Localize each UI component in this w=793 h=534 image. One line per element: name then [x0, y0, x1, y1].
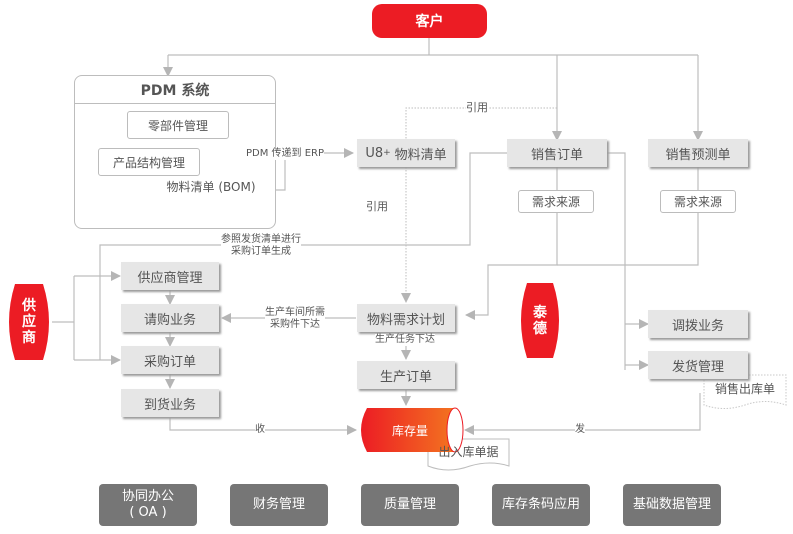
shipping-node: 发货管理 [648, 351, 748, 379]
purchase-order-label: 采购订单 [143, 354, 196, 370]
sales-outbound-label: 销售出库单 [714, 382, 775, 396]
pdm-system-group: PDM 系统 [74, 75, 276, 229]
module-oa-line1: 协同办公 [121, 489, 174, 504]
supplier-shape [9, 284, 49, 360]
supplier-label: 供 应 商 [19, 298, 39, 346]
supplier-char-3: 商 [22, 330, 36, 346]
demand-source-node-2: 需求来源 [660, 190, 736, 213]
outbound-doc-shape [703, 374, 787, 409]
purchase-order-node: 采购订单 [121, 346, 219, 374]
company-shape [521, 283, 559, 358]
company-label: 泰 德 [530, 305, 550, 337]
arrival-label: 到货业务 [143, 397, 196, 413]
supplier-char-2: 应 [22, 314, 36, 330]
company-char-2: 德 [533, 321, 547, 337]
module-oa-line2: ( OA ) [129, 505, 167, 520]
receive-label: 收 [255, 424, 265, 436]
demand-source-node-1: 需求来源 [518, 190, 594, 213]
sales-order-node: 销售订单 [507, 139, 607, 167]
bom-document: 物料清单 (BOM) [166, 179, 256, 194]
workshop-label-1: 生产车间所需 [265, 307, 325, 319]
sales-forecast-node: 销售预测单 [648, 139, 748, 167]
u8-bom-node: U8+物料清单 [357, 139, 455, 167]
module-finance-label: 财务管理 [252, 497, 305, 512]
customer-label: 客户 [415, 14, 444, 30]
u8-superscript: + [383, 148, 391, 158]
u8-suffix: 物料清单 [394, 147, 447, 163]
requisition-node: 请购业务 [121, 304, 219, 332]
ship-label: 发 [575, 424, 585, 436]
inventory-label: 库存量 [391, 424, 428, 438]
supplier-management-node: 供应商管理 [121, 262, 219, 290]
customer-node: 客户 [372, 4, 487, 38]
reference-label-top: 引用 [466, 101, 488, 114]
sales-forecast-label: 销售预测单 [665, 147, 731, 163]
module-oa: 协同办公 ( OA ) [99, 484, 197, 526]
u8-prefix: U8 [365, 145, 384, 161]
arrival-node: 到货业务 [121, 389, 219, 417]
module-quality: 质量管理 [361, 484, 459, 526]
parts-label: 零部件管理 [147, 118, 208, 133]
mrp-label: 物料需求计划 [366, 312, 445, 328]
module-barcode-label: 库存条码应用 [501, 497, 580, 512]
mrp-node: 物料需求计划 [357, 304, 455, 332]
task-label: 生产任务下达 [375, 334, 435, 346]
structure-label: 产品结构管理 [112, 155, 185, 170]
module-finance: 财务管理 [230, 484, 328, 526]
ref-shipping-label-1: 参照发货清单进行 [221, 234, 301, 246]
shipping-label: 发货管理 [671, 359, 724, 375]
production-order-label: 生产订单 [379, 369, 432, 385]
inventory-shape [361, 408, 463, 452]
module-quality-label: 质量管理 [383, 497, 436, 512]
product-structure-node: 产品结构管理 [98, 148, 200, 176]
module-master-data: 基础数据管理 [623, 484, 721, 526]
company-char-1: 泰 [533, 305, 547, 321]
io-docs-label: 出入库单据 [438, 445, 499, 459]
supplier-management-label: 供应商管理 [137, 270, 203, 286]
ref-shipping-label-2: 采购订单生成 [231, 246, 291, 258]
pdm-title: PDM 系统 [75, 76, 275, 104]
transfer-label: 调拨业务 [671, 318, 724, 334]
transfer-node: 调拨业务 [648, 310, 748, 338]
module-barcode: 库存条码应用 [492, 484, 590, 526]
production-order-node: 生产订单 [357, 361, 455, 389]
requisition-label: 请购业务 [143, 312, 196, 328]
parts-management-node: 零部件管理 [127, 111, 229, 139]
pdm-to-erp-label: PDM 传递到 ERP [246, 148, 325, 160]
demand-source-label-2: 需求来源 [673, 195, 722, 209]
supplier-char-1: 供 [22, 298, 36, 314]
module-master-data-label: 基础数据管理 [632, 497, 711, 512]
workshop-label-2: 采购件下达 [270, 319, 320, 331]
demand-source-label-1: 需求来源 [531, 195, 580, 209]
reference-label-mid: 引用 [366, 200, 388, 213]
sales-order-label: 销售订单 [530, 147, 583, 163]
